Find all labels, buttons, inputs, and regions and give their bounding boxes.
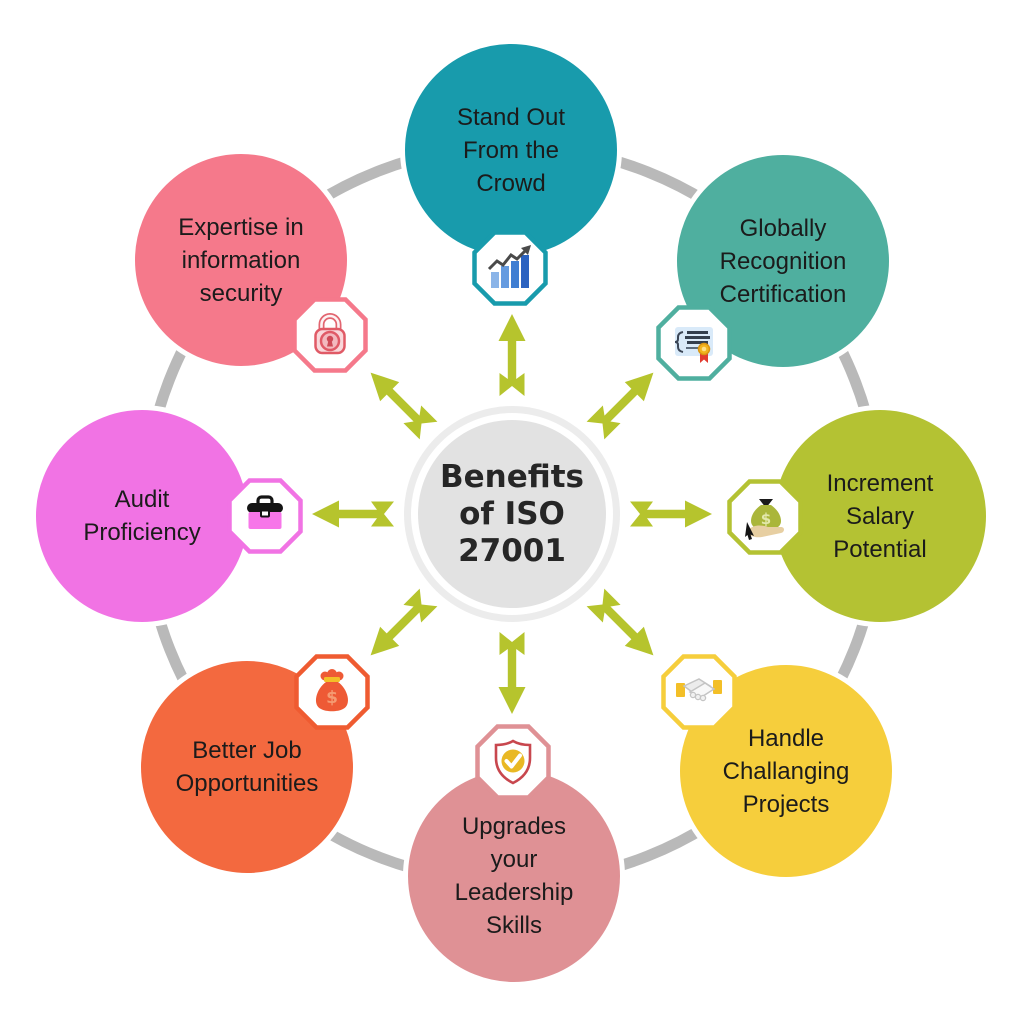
arrow-top-left-icon (361, 363, 439, 441)
node-label: Stand Out From the Crowd (456, 103, 566, 197)
node-label: Expertise in information security (178, 213, 304, 307)
arrow-bottom-left-icon (361, 587, 439, 665)
money-bag-hand-icon: $ (726, 478, 804, 556)
node-label: Better Job Opportunities (175, 737, 319, 797)
node-label: Audit Proficiency (83, 486, 201, 546)
money-bag-icon: $ (293, 653, 371, 731)
node-expertise-in-information-security: Expertise in information security (130, 149, 352, 371)
node-audit-proficiency: Audit Proficiency (31, 405, 253, 627)
certificate-icon (655, 304, 733, 382)
center-hub: Benefits of ISO 27001 (404, 406, 620, 622)
node-label: Handle Challanging Projects (722, 724, 850, 818)
shield-check-icon (474, 723, 552, 801)
growth-chart-icon (471, 229, 549, 307)
arrow-bottom-icon (498, 632, 526, 714)
center-hub-circle: Benefits of ISO 27001 (418, 420, 606, 608)
center-hub-ring: Benefits of ISO 27001 (411, 413, 613, 615)
arrow-top-right-icon (585, 363, 663, 441)
node-upgrades-your-leadership-skills: Upgrades your Leadership Skills (403, 765, 625, 987)
svg-text:$: $ (326, 688, 338, 708)
arrow-right-icon (630, 500, 712, 528)
node-label: Increment Salary Potential (826, 469, 934, 563)
diagram-title: Benefits of ISO 27001 (440, 458, 584, 569)
padlock-icon (291, 296, 369, 374)
arrow-bottom-right-icon (585, 587, 663, 665)
briefcase-icon (226, 477, 304, 555)
node-label: Upgrades your Leadership Skills (454, 813, 574, 939)
arrow-left-icon (312, 500, 394, 528)
arrow-top-icon (498, 314, 526, 396)
svg-text:$: $ (761, 510, 771, 528)
node-increment-salary-potential: Increment Salary Potential (769, 405, 991, 627)
handshake-icon (660, 653, 738, 731)
node-stand-out-from-the-crowd: Stand Out From the Crowd (400, 39, 622, 261)
node-label: Globally Recognition Certification (719, 214, 847, 308)
